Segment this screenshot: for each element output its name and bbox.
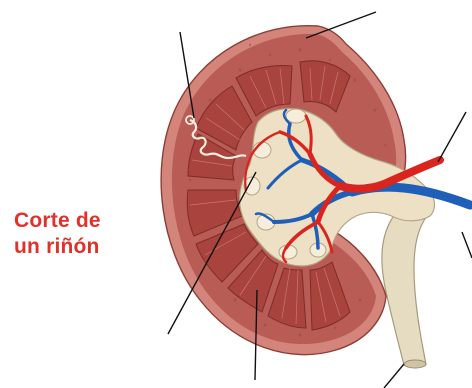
leader-line-capsule [306,12,376,38]
title-line-1: Corte de [14,209,101,233]
leader-line-artery [438,112,466,162]
ureter [382,210,432,365]
leader-line-ureter [384,364,404,388]
title-line-2: un riñón [14,235,100,259]
leader-line-vein [462,232,472,258]
ureter-opening [404,360,426,368]
